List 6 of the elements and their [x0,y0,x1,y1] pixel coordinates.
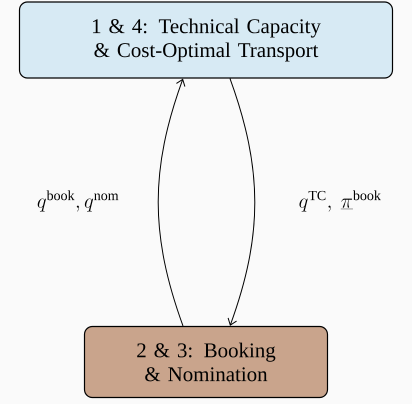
edge-label: $q^{\mathrm{TC}},\ \underline{\pi}^{\mathrm{book}}$ [299,190,381,212]
arrow [158,78,186,326]
process-box: 2 & 3: Booking & Nomination [84,326,328,398]
process-box: 1 & 4: Technical Capacity & Cost-Optimal Transport [18,1,394,79]
edge-label: $q^{\mathrm{book}}, q^{\mathrm{nom}}$ [38,190,118,212]
arrow [228,78,256,326]
